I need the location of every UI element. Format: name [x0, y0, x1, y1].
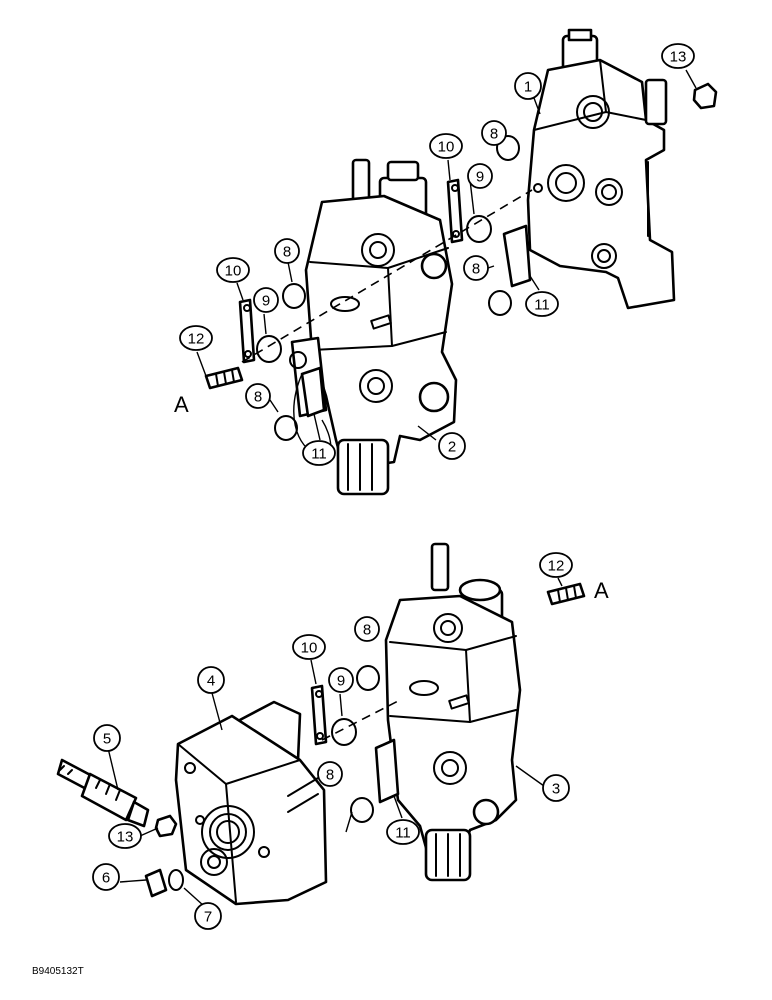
callout-11-label: 11: [534, 297, 550, 314]
callout-leaders: [107, 69, 697, 907]
callout-11-label: 11: [395, 825, 411, 842]
callout-5: 5: [93, 724, 121, 752]
callout-4: 4: [197, 666, 225, 694]
callout-11-bottom: 11: [386, 819, 420, 845]
tie-rod-line-top: [241, 189, 533, 363]
callout-8-top-left: 8: [274, 238, 300, 264]
callout-13-label: 13: [117, 829, 134, 846]
callout-11-top-left: 11: [302, 440, 336, 466]
bottom-seal-set: [144, 582, 586, 898]
callout-11-label: 11: [311, 446, 327, 463]
outlet-end-cover: [174, 700, 328, 906]
callout-8-top-low: 8: [245, 383, 271, 409]
callout-2: 2: [438, 432, 466, 460]
callout-9-label: 9: [476, 169, 484, 186]
callout-8-label: 8: [254, 389, 262, 406]
callout-7: 7: [194, 902, 222, 930]
callout-2-label: 2: [448, 439, 456, 456]
callout-3-label: 3: [552, 781, 560, 798]
figure-code: B9405132T: [32, 966, 84, 977]
callout-13-top: 13: [661, 43, 695, 69]
callout-10-top-left: 10: [216, 257, 250, 283]
callout-9-bottom: 9: [328, 667, 354, 693]
callout-9-label: 9: [337, 673, 345, 690]
callout-9-top-left: 9: [253, 287, 279, 313]
callout-1: 1: [514, 72, 542, 100]
callout-9-label: 9: [262, 293, 270, 310]
relief-valve-cartridge: [56, 758, 150, 828]
callout-8-label: 8: [363, 622, 371, 639]
control-valve-section-upper: [289, 158, 458, 496]
callout-8-top-mid: 8: [463, 255, 489, 281]
callout-8-label: 8: [472, 261, 480, 278]
callout-13-label: 13: [670, 49, 687, 66]
callout-8-top-right: 8: [481, 120, 507, 146]
callout-8-label: 8: [490, 126, 498, 143]
callout-12-label: 12: [548, 558, 565, 575]
callout-6: 6: [92, 863, 120, 891]
callout-10-label: 10: [225, 263, 242, 280]
callout-8-bottom-low: 8: [317, 761, 343, 787]
callout-8-label: 8: [283, 244, 291, 261]
callout-12-top: 12: [179, 325, 213, 351]
callout-10-label: 10: [438, 139, 455, 156]
callout-7-label: 7: [204, 909, 212, 926]
callout-8-bottom: 8: [354, 616, 380, 642]
callout-4-label: 4: [207, 673, 215, 690]
callout-10-top-right: 10: [429, 133, 463, 159]
callout-10-bottom: 10: [292, 634, 326, 660]
callout-9-top-right: 9: [467, 163, 493, 189]
callout-11-top-right: 11: [525, 291, 559, 317]
callout-12-bottom: 12: [539, 552, 573, 578]
end-section-inlet: [526, 28, 676, 310]
callout-5-label: 5: [103, 731, 111, 748]
connection-marker-a-bottom: A: [594, 578, 609, 603]
callout-1-label: 1: [524, 79, 532, 96]
callout-13-bottom: 13: [108, 823, 142, 849]
callout-3: 3: [542, 774, 570, 802]
top-seal-set: [204, 82, 718, 457]
callout-6-label: 6: [102, 870, 110, 887]
callout-12-label: 12: [188, 331, 205, 348]
callout-10-label: 10: [301, 640, 318, 657]
callout-8-label: 8: [326, 767, 334, 784]
connection-marker-a-top: A: [174, 392, 189, 417]
